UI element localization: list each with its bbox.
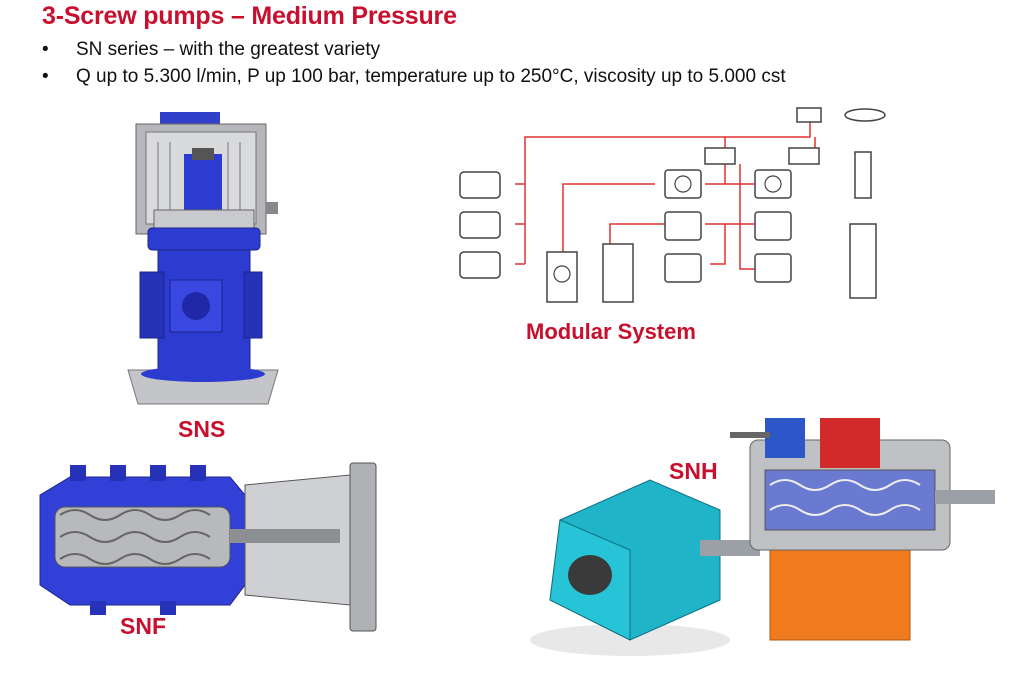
- bullet-item: SN series – with the greatest variety: [42, 36, 786, 63]
- bullet-item: Q up to 5.300 l/min, P up 100 bar, tempe…: [42, 63, 786, 90]
- snh-pump-illustration: [530, 418, 995, 656]
- modular-system-label: Modular System: [526, 319, 696, 344]
- modular-system-diagram: [459, 107, 886, 303]
- snh-label: SNH: [669, 458, 718, 484]
- sns-label: SNS: [178, 416, 226, 442]
- slide-title: 3-Screw pumps – Medium Pressure: [42, 2, 457, 30]
- snf-label: SNF: [120, 613, 166, 639]
- bullet-list: SN series – with the greatest variety Q …: [42, 36, 786, 90]
- sns-pump-illustration: [127, 112, 279, 405]
- snf-pump-illustration: [39, 462, 377, 632]
